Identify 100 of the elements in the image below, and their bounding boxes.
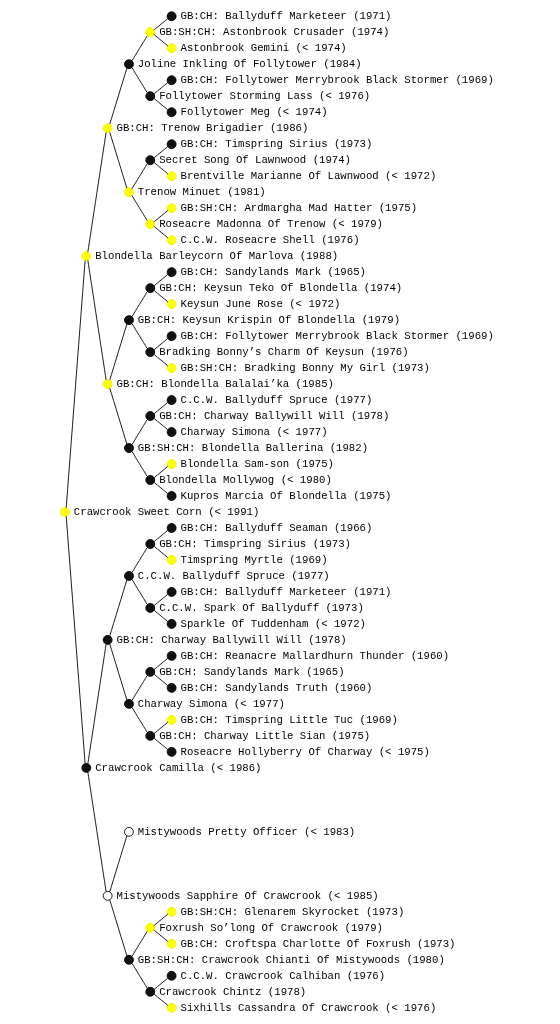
node-label: GB:CH: Follytower Merrybrook Black Stormer (1969) <box>180 329 494 342</box>
node-circle <box>145 922 156 933</box>
connector <box>131 291 148 318</box>
node-circle <box>102 890 113 901</box>
connector <box>87 132 107 253</box>
node-circle <box>124 826 134 837</box>
connector <box>153 529 169 542</box>
connector <box>153 657 169 670</box>
node-label: GB:SH:CH: Blondella Ballerina (1982) <box>137 441 369 454</box>
connector <box>131 35 148 62</box>
connector <box>153 737 169 750</box>
node-label: C.C.W. Spark Of Ballyduff (1973) <box>159 601 364 614</box>
connector <box>153 162 169 175</box>
node-label: GB:SH:CH: Crawcrook Chianti Of Mistywoods (1980) <box>137 953 445 966</box>
connector <box>153 354 169 367</box>
node-circle <box>166 299 177 309</box>
node-circle <box>166 587 177 597</box>
node-circle <box>124 571 134 581</box>
node-label: Trenow Minuet (1981) <box>137 185 266 198</box>
connector <box>153 593 169 606</box>
node-label: GB:CH: Charway Little Sian (1975) <box>159 729 371 742</box>
node-circle <box>166 491 177 501</box>
node-label: GB:CH: Croftspa Charlotte Of Foxrush (1973) <box>180 937 456 950</box>
node-label: Roseacre Madonna Of Trenow (< 1979) <box>159 217 383 230</box>
node-label: Sixhills Cassandra Of Crawcrook (< 1976) <box>180 1001 437 1014</box>
node-circle <box>145 219 156 230</box>
connector <box>109 899 128 957</box>
connector <box>131 675 148 701</box>
node-circle <box>166 235 177 246</box>
connector <box>131 451 148 477</box>
node-circle <box>166 11 177 22</box>
node-circle <box>145 27 156 38</box>
node-circle <box>145 91 156 102</box>
connector <box>109 131 128 189</box>
node-circle <box>166 171 177 182</box>
node-circle <box>145 539 156 549</box>
node-label: GB:CH: Reanacre Mallardhurn Thunder (1960) <box>180 649 450 662</box>
connector <box>109 387 128 445</box>
node-label: GB:SH:CH: Glenarem Skyrocket (1973) <box>180 905 405 918</box>
node-label: Timspring Myrtle (1969) <box>180 553 328 566</box>
node-label: GB:SH:CH: Ardmargha Mad Hatter (1975) <box>180 201 418 214</box>
connector <box>153 418 169 431</box>
node-circle <box>166 459 177 469</box>
connector <box>131 547 148 573</box>
connector <box>131 578 148 605</box>
connector <box>87 259 107 381</box>
node-label: C.C.W. Crawcrook Calhiban (1976) <box>180 969 386 982</box>
node-label: GB:CH: Ballyduff Marketeer (1971) <box>180 585 392 598</box>
node-circle <box>124 954 134 965</box>
node-circle <box>102 635 113 645</box>
connector <box>153 993 169 1006</box>
node-label: Secret Song Of Lawnwood (1974) <box>159 153 352 166</box>
node-label: GB:CH: Follytower Merrybrook Black Stormer (1969) <box>180 73 494 86</box>
node-label: GB:SH:CH: Astonbrook Crusader (1974) <box>159 25 390 38</box>
connector <box>153 210 169 223</box>
node-circle <box>166 715 177 725</box>
node-circle <box>145 667 156 677</box>
node-label: Keysun June Rose (< 1972) <box>180 297 341 310</box>
connector <box>87 643 107 765</box>
connector <box>153 977 169 990</box>
connector <box>153 721 169 734</box>
node-label: Mistywoods Pretty Officer (< 1983) <box>137 825 356 838</box>
node-circle <box>166 75 177 86</box>
connector <box>153 82 169 95</box>
node-circle <box>124 699 134 709</box>
node-circle <box>81 251 92 261</box>
connector <box>153 913 169 926</box>
node-label: Blondella Sam-son (1975) <box>180 457 334 470</box>
node-label: Crawcrook Camilla (< 1986) <box>95 761 262 774</box>
node-label: Mistywoods Sapphire Of Crawcrook (< 1985) <box>116 889 379 902</box>
node-circle <box>166 43 177 54</box>
connector <box>153 929 169 942</box>
node-label: Follytower Storming Lass (< 1976) <box>159 89 371 102</box>
connector <box>153 338 169 351</box>
node-circle <box>166 906 177 917</box>
connector <box>65 516 86 764</box>
node-circle <box>166 555 177 565</box>
node-circle <box>60 507 70 517</box>
node-label: Follytower Meg (< 1974) <box>180 105 328 118</box>
node-circle <box>145 475 156 485</box>
node-label: Charway Simona (< 1977) <box>137 697 285 710</box>
node-label: GB:CH: Charway Ballywill Will (1978) <box>159 409 390 422</box>
connector <box>153 466 169 478</box>
node-label: Astonbrook Gemini (< 1974) <box>180 41 347 54</box>
node-label: GB:CH: Keysun Krispin Of Blondella (1979) <box>137 313 401 326</box>
node-label: GB:CH: Timspring Little Tuc (1969) <box>180 713 398 726</box>
connector <box>153 402 169 414</box>
node-circle <box>145 603 156 613</box>
connector <box>153 610 169 622</box>
connector <box>153 274 169 287</box>
node-label: Sparkle Of Tuddenham (< 1972) <box>180 617 366 630</box>
node-circle <box>166 267 177 277</box>
connector <box>131 931 148 957</box>
node-circle <box>145 411 156 421</box>
connector <box>109 835 128 893</box>
connector <box>109 67 128 125</box>
node-label: GB:CH: Sandylands Truth (1960) <box>180 681 373 694</box>
node-circle <box>166 938 177 949</box>
connector <box>131 323 148 349</box>
node-label: Crawcrook Chintz (1978) <box>159 985 307 998</box>
